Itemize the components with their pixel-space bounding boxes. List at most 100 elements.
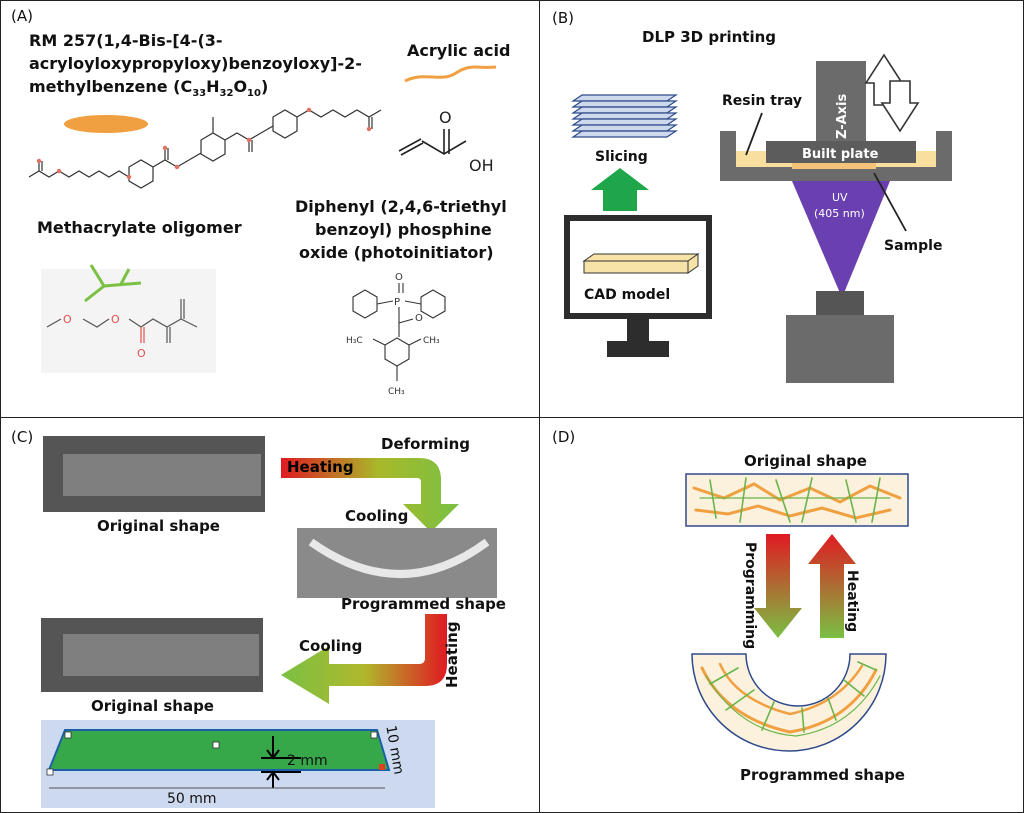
panel-c-label: (C) (11, 428, 34, 446)
dlp-title: DLP 3D printing (642, 28, 777, 46)
acrylic-o-label: O (439, 108, 452, 127)
photoinitiator-structure (352, 283, 446, 381)
green-up-arrow-icon (591, 168, 649, 211)
acrylic-acid-structure (398, 129, 467, 156)
photoinitiator-p: P (394, 297, 400, 308)
monitor-base (607, 341, 669, 357)
programmed-sample-curve (308, 538, 490, 578)
ch3-left: H₃C (346, 336, 363, 346)
methacrylate-o2: O (111, 313, 120, 326)
panel-b: (B) DLP 3D printing Slicing CAD model (539, 0, 1024, 418)
panel-c: (C) (0, 417, 540, 813)
panel-c-drawings (41, 436, 497, 808)
programming-down-arrow (754, 534, 802, 638)
deforming-label: Deforming (381, 435, 471, 453)
original-sample-strip-2 (63, 634, 259, 676)
rm257-o: O (233, 77, 248, 96)
photoinitiator-line2: benzoyl) phosphine (315, 220, 492, 239)
z-axis-double-arrow-icon (864, 53, 920, 133)
methacrylate-o3: O (137, 347, 146, 360)
rm257-formula-prefix: methylbenzene (C (29, 77, 193, 96)
rm257-name-line3: methylbenzene (C33H32O10) (29, 77, 268, 103)
programmed-network-fibers (700, 661, 881, 737)
acrylic-acid-wave-symbol (404, 65, 497, 83)
rm257-name-line2: acryloyloxypropyloxy)benzoyloxy]-2- (29, 54, 362, 73)
uv-label: UV (832, 191, 848, 204)
rm257-structure (28, 109, 382, 189)
uv-light-cone (792, 181, 890, 293)
z-axis-column (816, 61, 866, 143)
original-shape-label-1: Original shape (97, 517, 220, 535)
rm257-close: ) (260, 77, 269, 96)
cad-bar-shape (582, 253, 700, 274)
original-shape-block (685, 473, 909, 527)
rm257-name-line1: RM 257(1,4-Bis-[4-(3- (29, 31, 223, 50)
slice-stack-icon (571, 94, 678, 138)
projector-body (786, 315, 894, 383)
thickness-dimension-label: 2 mm (287, 753, 328, 769)
methacrylate-oligomer-label: Methacrylate oligomer (37, 218, 242, 237)
heating-label-top: Heating (287, 458, 354, 476)
acrylic-oh-label: OH (469, 156, 494, 175)
thickness-dimension-arrows (261, 736, 301, 788)
z-axis-label: Z-Axis (835, 94, 850, 139)
programmed-shape-label: Programmed shape (341, 595, 506, 613)
methacrylate-o1: O (63, 313, 72, 326)
ch3-right: CH₃ (423, 336, 440, 346)
photoinitiator-o2: O (415, 313, 423, 324)
panel-b-drawings: Slicing CAD model Z-Axis Built plate (564, 53, 952, 383)
panel-a: (A) RM 257(1,4-Bis-[4-(3- acryloyloxypro… (0, 0, 540, 418)
programming-label: Programming (742, 542, 758, 649)
panel-b-label: (B) (552, 9, 574, 27)
original-shape-label-2: Original shape (91, 697, 214, 715)
resin-tray-label: Resin tray (722, 93, 802, 109)
programmed-shape-label: Programmed shape (740, 766, 905, 784)
methacrylate-structure (46, 299, 198, 343)
cooling-label-top: Cooling (345, 507, 409, 525)
rm257-sub-o: 10 (247, 88, 261, 100)
programmed-shape-photo (297, 528, 497, 598)
cad-sample-plate (47, 729, 391, 771)
photoinitiator-o1: O (395, 272, 403, 283)
heating-deforming-arrow (281, 458, 459, 532)
original-network-fibers (692, 477, 902, 523)
cad-corner-marker-red (379, 764, 385, 770)
programmed-shape-arc (691, 653, 887, 752)
sample-pointer (873, 172, 907, 232)
rm257-h: H (206, 77, 220, 96)
original-shape-label: Original shape (744, 452, 867, 470)
printed-sample (792, 163, 876, 169)
original-sample-strip-1 (63, 454, 261, 496)
sample-label: Sample (884, 238, 942, 254)
rm257-sub-c: 33 (192, 88, 207, 100)
panel-d-label: (D) (552, 428, 576, 446)
panel-d-drawings: Programming Heating (685, 473, 909, 752)
heating-label-side: Heating (443, 621, 461, 688)
acrylic-acid-label: Acrylic acid (407, 41, 511, 60)
built-plate (766, 141, 916, 163)
photoinitiator-line3: oxide (photoinitiator) (299, 243, 494, 262)
rm257-oxygen-marks (36, 107, 372, 180)
ch3-bottom: CH₃ (388, 387, 405, 397)
heating-cooling-arrow (281, 614, 447, 704)
cooling-label-bottom: Cooling (299, 637, 363, 655)
resin-tray-pointer (745, 112, 763, 156)
length-dimension-label: 50 mm (167, 791, 217, 807)
rm257-ellipse-symbol (64, 115, 148, 133)
panel-a-drawings: O OH O O O (28, 65, 497, 397)
heating-label: Heating (844, 570, 860, 632)
monitor-neck (627, 319, 649, 341)
panel-d: (D) Original shape Programmed shape (539, 417, 1024, 813)
methacrylate-green-symbol (84, 264, 142, 303)
panel-a-label: (A) (11, 7, 33, 25)
heating-up-arrow (808, 534, 856, 638)
photoinitiator-line1: Diphenyl (2,4,6-triethyl (295, 197, 507, 216)
rm257-sub-h: 32 (219, 88, 234, 100)
built-plate-label: Built plate (802, 147, 879, 162)
uv-wavelength-label: (405 nm) (814, 207, 865, 220)
resin-tray-walls (720, 131, 952, 181)
cad-corner-markers (46, 731, 378, 776)
slicing-label: Slicing (595, 149, 648, 165)
cad-model-label: CAD model (584, 287, 670, 303)
